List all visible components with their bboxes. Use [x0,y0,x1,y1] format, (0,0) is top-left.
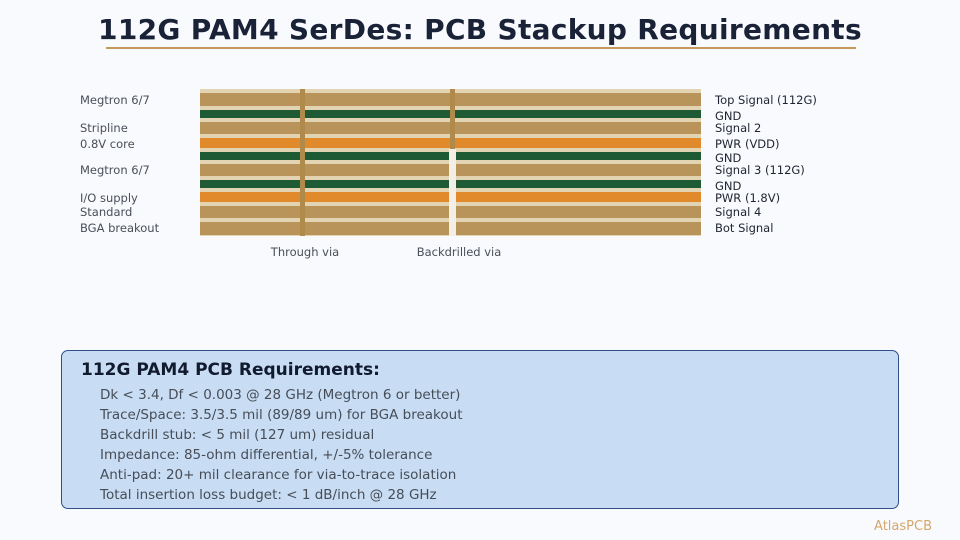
layer-label: GND [715,179,742,193]
requirement-item: Total insertion loss budget: < 1 dB/inch… [100,487,437,503]
backdrill-void [449,149,456,236]
material-label: 0.8V core [80,137,135,151]
backdrilled-via-plated [450,89,455,149]
layer-label: Signal 2 [715,121,761,135]
layer-label: GND [715,109,742,123]
layer-label: PWR (VDD) [715,137,780,151]
material-label: BGA breakout [80,221,160,235]
through-via-label: Through via [270,245,339,259]
through-via [300,89,305,236]
brand-logo-text: AtlasPCB [874,519,932,534]
material-label: Stripline [80,121,128,135]
requirement-item: Anti-pad: 20+ mil clearance for via-to-t… [100,467,457,483]
title-underline [106,47,856,49]
layer-label: Top Signal (112G) [714,93,817,107]
requirements-panel: 112G PAM4 PCB Requirements: Dk < 3.4, Df… [61,350,899,509]
material-label: Megtron 6/7 [80,93,150,107]
requirement-item: Dk < 3.4, Df < 0.003 @ 28 GHz (Megtron 6… [100,387,461,403]
requirement-item: Backdrill stub: < 5 mil (127 um) residua… [100,427,375,443]
requirement-item: Trace/Space: 3.5/3.5 mil (89/89 um) for … [100,407,463,423]
layer-label: Bot Signal [715,221,773,235]
layer-label: PWR (1.8V) [715,191,780,205]
layer-label: Signal 3 (112G) [715,163,805,177]
material-label: I/O supply [80,191,138,205]
requirements-title: 112G PAM4 PCB Requirements: [81,360,380,380]
material-label: Standard [80,205,132,219]
requirement-item: Impedance: 85-ohm differential, +/-5% to… [100,447,433,463]
requirements-list: Dk < 3.4, Df < 0.003 @ 28 GHz (Megtron 6… [100,385,463,505]
layer-label: GND [715,151,742,165]
layer-label: Signal 4 [715,205,761,219]
page-title: 112G PAM4 SerDes: PCB Stackup Requiremen… [98,13,862,46]
material-label: Megtron 6/7 [80,163,150,177]
backdrilled-via-label: Backdrilled via [417,245,502,259]
